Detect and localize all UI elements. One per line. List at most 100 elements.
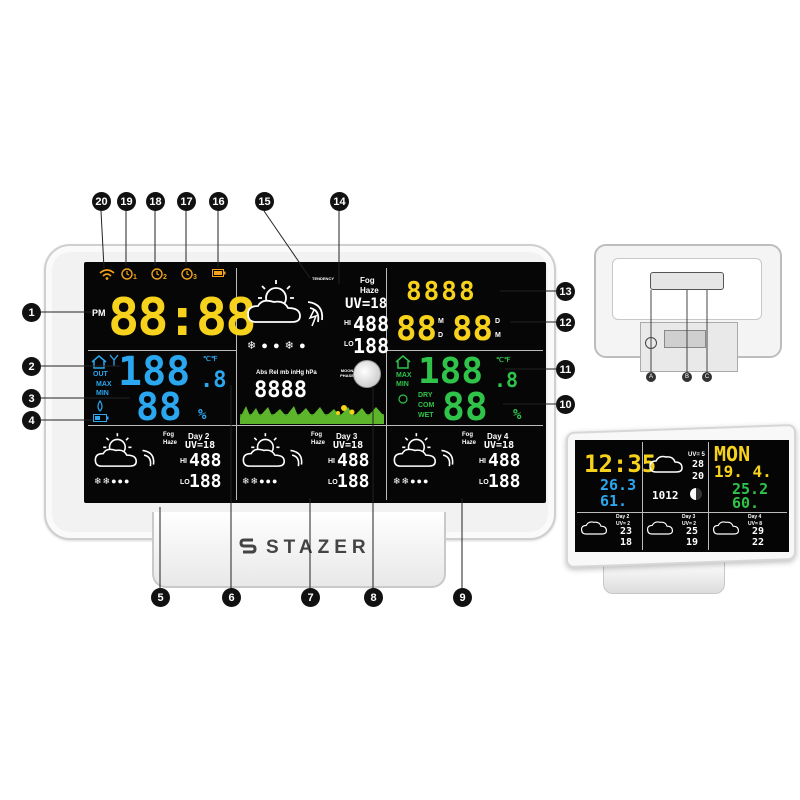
day-precipitation-icons: ❄❄●●●: [242, 476, 279, 486]
photo-pressure: 1012: [652, 489, 679, 502]
day-forecast-icon: [242, 433, 303, 467]
divider: [88, 425, 543, 426]
day-high-temp: 488: [189, 450, 222, 471]
callout-12: 12: [556, 313, 575, 332]
date-m-label: D: [438, 332, 444, 339]
divider: [386, 268, 387, 500]
weather-forecast-icon: [247, 280, 324, 327]
indoor-humidity-percent: %: [513, 407, 522, 423]
battery-icon: [212, 269, 226, 277]
day-label: Day 2: [188, 432, 210, 441]
day-fog-label: Fog: [311, 432, 322, 438]
photo-day-label: Day 3: [682, 514, 696, 520]
photo-clock: 12:35: [584, 450, 657, 478]
callout-2: 2: [22, 357, 41, 376]
callout-4: 4: [22, 411, 41, 430]
day-label: Day 4: [487, 432, 509, 441]
alarm-2-icon: [151, 268, 163, 280]
forecast-high-temp: 488: [353, 312, 390, 336]
dry-label: DRY: [418, 392, 433, 399]
photo-day-low: 19: [686, 537, 699, 548]
indoor-max-label: MAX: [396, 372, 412, 379]
day-precipitation-icons: ❄❄●●●: [393, 476, 430, 486]
moon-phase-label: MOON PHASE: [340, 368, 354, 378]
callout-5: 5: [151, 588, 170, 607]
wifi-icon: [99, 269, 115, 280]
outdoor-house-icon: [91, 355, 107, 369]
callout-10: 10: [556, 395, 575, 414]
callout-19: 19: [117, 192, 136, 211]
fog-label: Fog: [360, 276, 375, 285]
day-lo-label: LO: [180, 479, 190, 486]
alarm-2-number: 2: [163, 274, 167, 281]
day-uv-index: UV=18: [333, 440, 364, 451]
day-label: Day 3: [336, 432, 358, 441]
photo-indoor-temp: 25.2: [732, 480, 769, 498]
callout-15: 15: [255, 192, 274, 211]
day-hi-label: HI: [180, 458, 187, 465]
battery-door: [664, 330, 706, 348]
day-low-temp: 188: [189, 471, 222, 492]
outdoor-temperature: 188: [118, 349, 191, 395]
photo-day-low: 18: [620, 537, 633, 548]
precipitation-icons: ❄ ● ● ❄ ●: [247, 340, 307, 352]
photo-day-of-week: MON: [714, 442, 751, 466]
photo-screen: [575, 440, 789, 552]
divider: [387, 350, 543, 351]
callout-9: 9: [453, 588, 472, 607]
day-fog-label: Fog: [163, 432, 174, 438]
callout-8: 8: [364, 588, 383, 607]
photo-divider: [577, 512, 787, 513]
tendency-label: TENDENCY: [312, 276, 335, 281]
grass-graphic: [240, 405, 384, 424]
day-hi-label: HI: [328, 458, 335, 465]
day-hi-label: HI: [479, 458, 486, 465]
day-precipitation-icons: ❄❄●●●: [94, 476, 131, 486]
photo-day-high: 23: [620, 526, 633, 537]
weather-station-stand: [152, 512, 446, 588]
outdoor-humidity: 88: [136, 385, 182, 429]
callout-20: 20: [92, 192, 111, 211]
hi-label: HI: [344, 320, 351, 327]
indoor-house-icon: [395, 355, 411, 369]
day-uv-index: UV=18: [185, 440, 216, 451]
haze-label: Haze: [360, 286, 379, 295]
wet-label: WET: [418, 412, 434, 419]
divider: [236, 268, 237, 500]
moon-phase-icon: [353, 360, 381, 388]
photo-forecast-low: 20: [692, 471, 705, 482]
back-label-c: C: [702, 372, 712, 382]
outdoor-humidity-percent: %: [198, 407, 207, 423]
comfort-icon: [398, 394, 408, 404]
photo-outdoor-temp: 26.3: [600, 476, 637, 494]
photo-day-weather-icon: [646, 521, 674, 535]
date-d-label: M: [438, 318, 444, 325]
photo-moon-icon: [690, 488, 702, 500]
photo-forecast-high: 28: [692, 459, 705, 470]
day-forecast-icon: [94, 433, 155, 467]
date-day: 88: [396, 309, 437, 349]
photo-day-uv: UV= 2: [682, 521, 697, 527]
day-haze-label: Haze: [462, 440, 477, 446]
day-high-temp: 488: [337, 450, 370, 471]
brand-name: STAZER: [266, 537, 371, 558]
photo-uv: UV= 5: [688, 452, 705, 458]
photo-day-uv: UV= 8: [748, 521, 763, 527]
photo-date: 19. 4.: [714, 462, 772, 481]
photo-day-uv: UV= 2: [616, 521, 631, 527]
outdoor-temperature-decimal: .8: [200, 368, 227, 393]
day-low-temp: 188: [488, 471, 521, 492]
low-battery-icon: [93, 414, 109, 422]
alarm-3-icon: [181, 268, 193, 280]
indoor-temperature-decimal: .8: [494, 368, 519, 392]
divider: [88, 350, 236, 351]
callout-1: 1: [22, 303, 41, 322]
day-forecast-icon: [393, 433, 454, 467]
button-row: [650, 272, 724, 290]
outdoor-label: OUT: [93, 371, 108, 378]
day-uv-index: UV=18: [484, 440, 515, 451]
